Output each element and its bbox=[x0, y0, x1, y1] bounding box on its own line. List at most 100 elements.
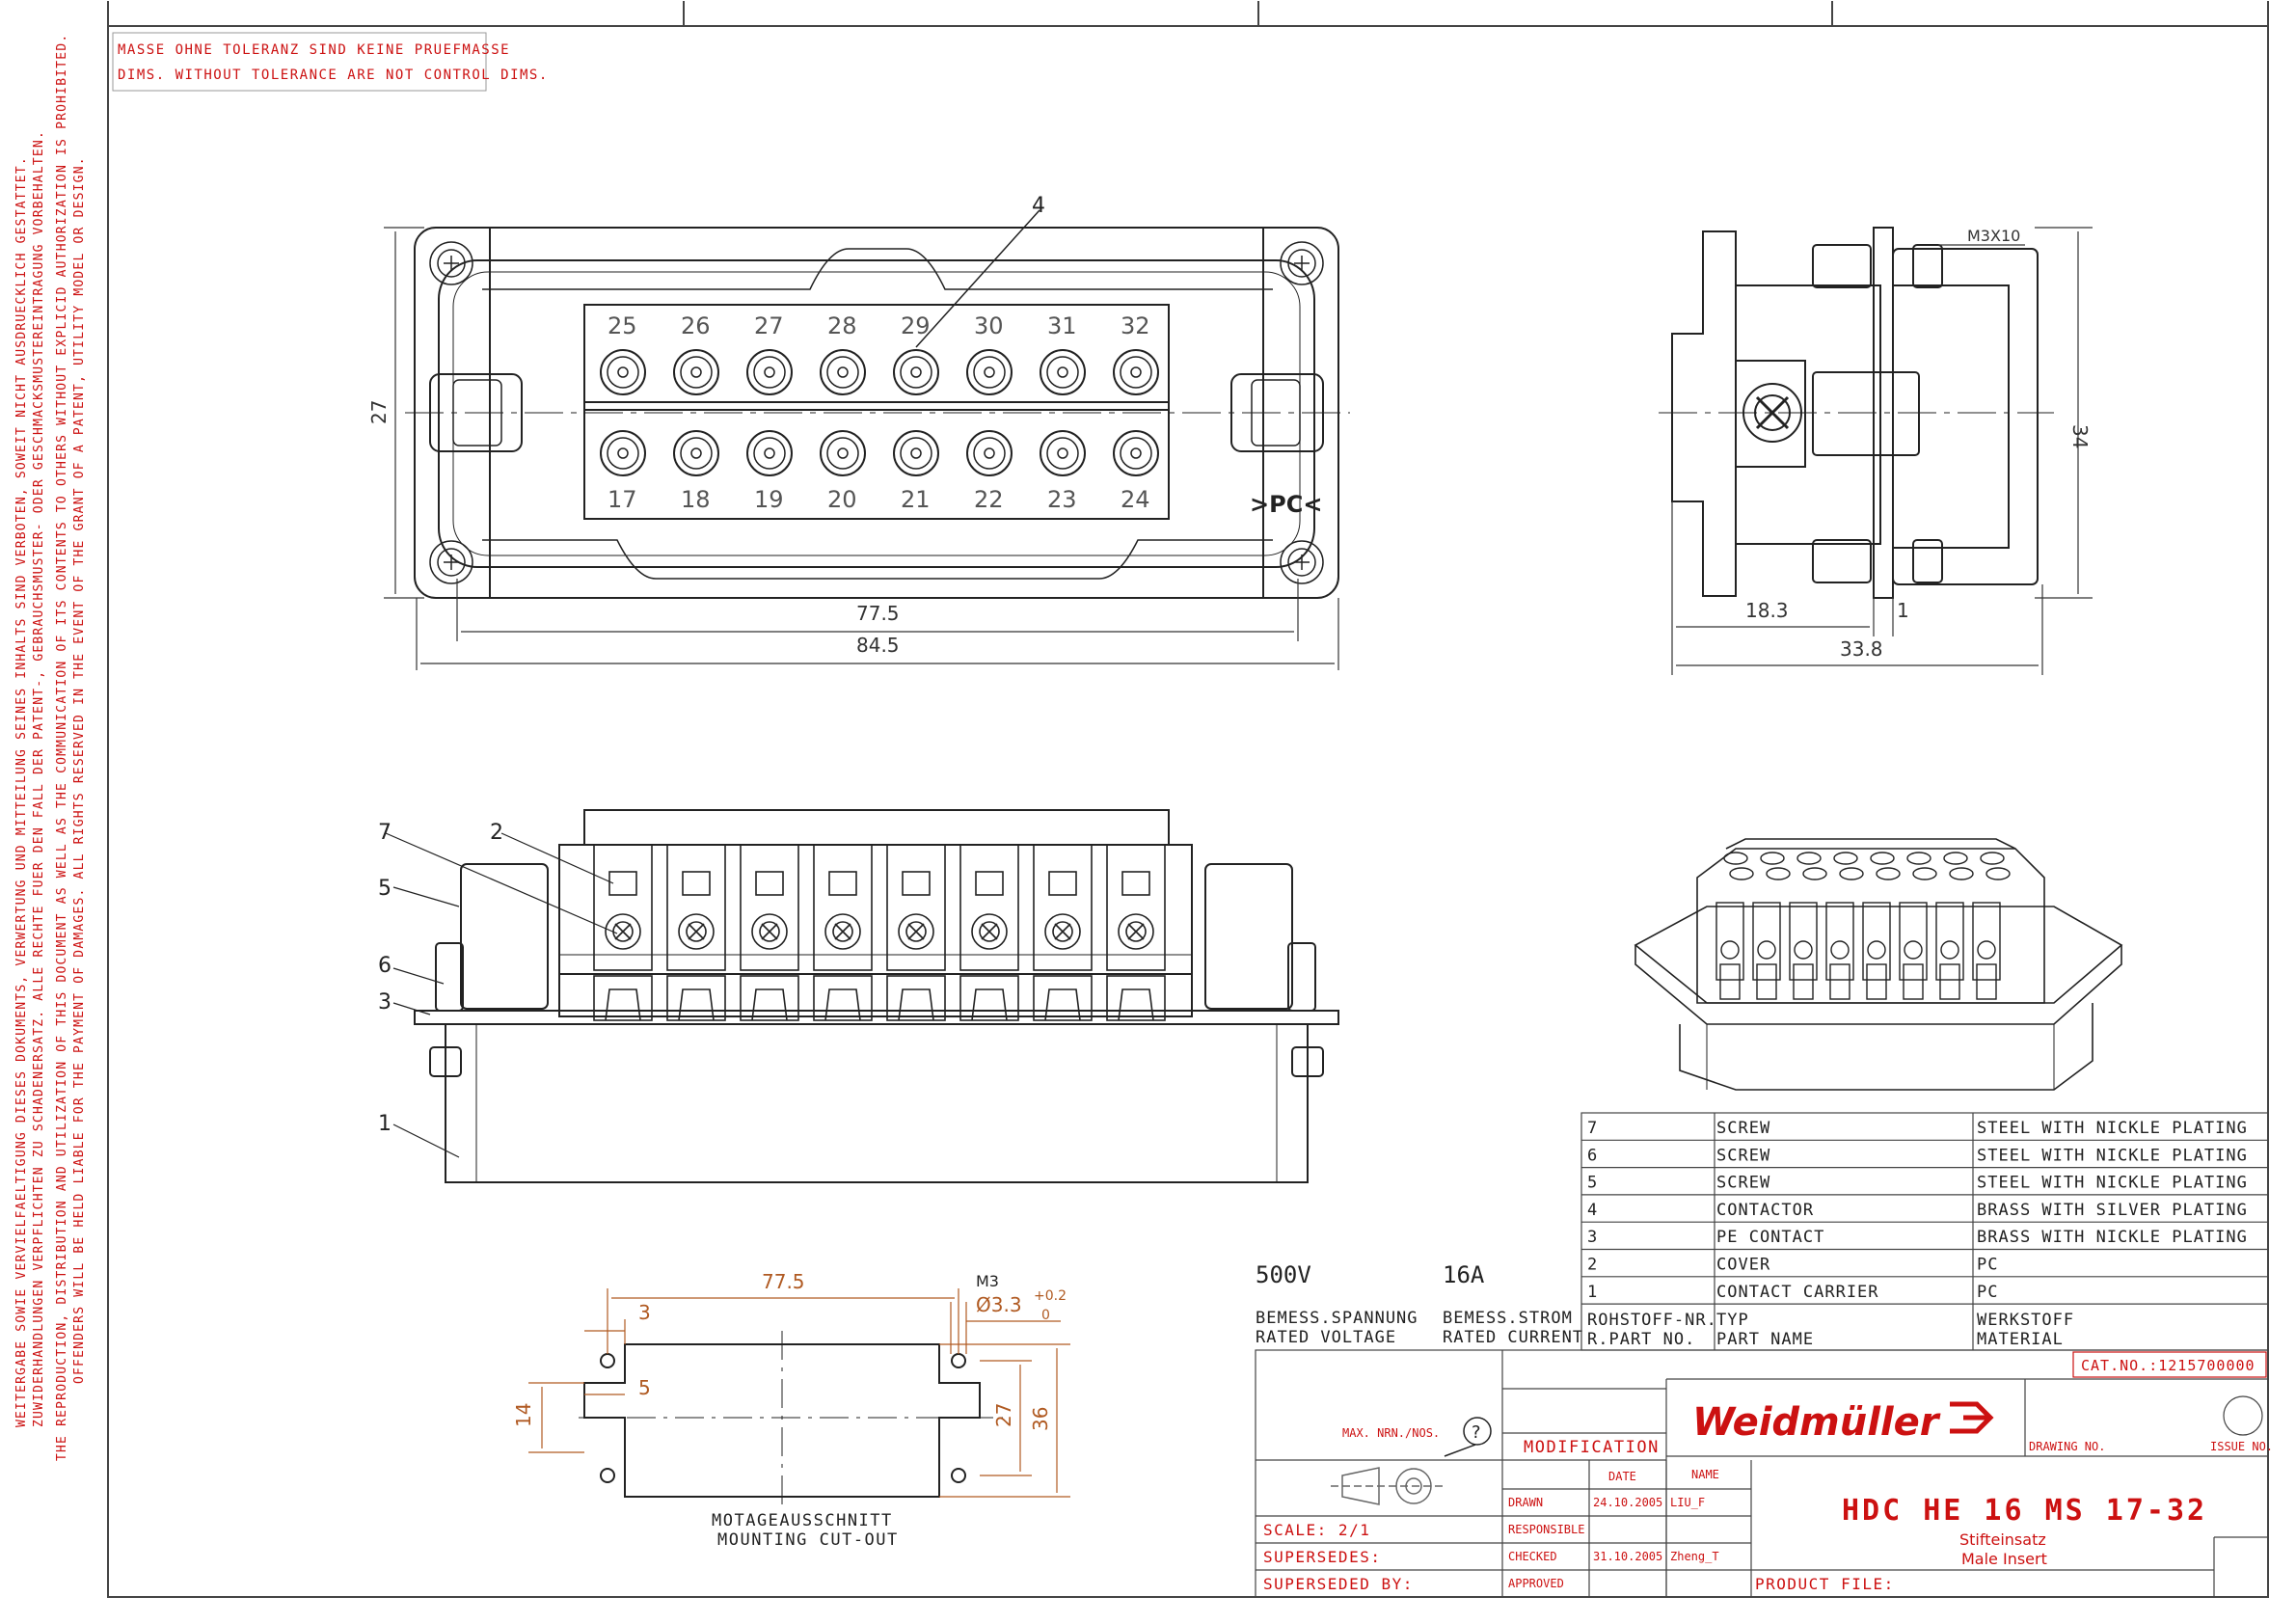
svg-text:27: 27 bbox=[367, 400, 391, 424]
pin-contact bbox=[746, 430, 793, 476]
terminal-clamp bbox=[1033, 844, 1093, 1021]
pin-number-label: 26 bbox=[681, 312, 711, 339]
svg-text:14: 14 bbox=[512, 1403, 535, 1427]
tolerance-notice: MASSE OHNE TOLERANZ SIND KEINE PRUEFMASS… bbox=[112, 32, 549, 92]
iso-terminal bbox=[1715, 852, 1754, 1000]
pin-contact bbox=[1040, 430, 1086, 476]
svg-text:MOTAGEAUSSCHNITT: MOTAGEAUSSCHNITT bbox=[712, 1511, 893, 1530]
svg-text:ISSUE NO.: ISSUE NO. bbox=[2210, 1440, 2273, 1453]
svg-text:PRODUCT FILE:: PRODUCT FILE: bbox=[1755, 1575, 1895, 1593]
parts-cell-material: STEEL WITH NICKLE PLATING bbox=[1977, 1146, 2248, 1165]
parts-cell-name: SCREW bbox=[1716, 1146, 1770, 1165]
callout-7: 7 bbox=[378, 821, 392, 845]
parts-cell-material: PC bbox=[1977, 1256, 1998, 1275]
svg-text:31.10.2005: 31.10.2005 bbox=[1593, 1550, 1662, 1563]
parts-cell-material: PC bbox=[1977, 1283, 1998, 1302]
parts-cell-no: 6 bbox=[1587, 1146, 1598, 1165]
isometric-terminals bbox=[1715, 852, 2011, 1000]
svg-text:ZUWIDERHANDLUNGEN VERPFLICHTEN: ZUWIDERHANDLUNGEN VERPFLICHTEN ZU SCHADE… bbox=[32, 130, 46, 1427]
pin-number-label: 29 bbox=[901, 312, 931, 339]
pin-contact bbox=[1040, 349, 1086, 395]
callout-4: 4 bbox=[1032, 194, 1045, 218]
ratings: 500V 16A BEMESS.SPANNUNG RATED VOLTAGE B… bbox=[1256, 1261, 1583, 1347]
svg-text:DRAWING NO.: DRAWING NO. bbox=[2029, 1440, 2105, 1453]
pin-contact bbox=[600, 349, 646, 395]
svg-text:DIMS. WITHOUT TOLERANCE ARE NO: DIMS. WITHOUT TOLERANCE ARE NOT CONTROL … bbox=[118, 68, 549, 83]
svg-text:Ø3.3: Ø3.3 bbox=[976, 1293, 1022, 1316]
side-view bbox=[1659, 227, 2054, 599]
callout-1: 1 bbox=[378, 1112, 392, 1136]
terminal-clamp bbox=[593, 844, 653, 1021]
parts-cell-no: 3 bbox=[1587, 1228, 1598, 1247]
callout-3: 3 bbox=[378, 990, 392, 1015]
iso-terminal bbox=[1825, 852, 1864, 1000]
svg-text:?: ? bbox=[1472, 1422, 1481, 1443]
pin-number-label: 23 bbox=[1047, 486, 1077, 513]
side-view-dimensions: M3X10 34 18.3 1 33.8 bbox=[1671, 227, 2093, 675]
svg-text:MASSE OHNE TOLERANZ SIND KEINE: MASSE OHNE TOLERANZ SIND KEINE PRUEFMASS… bbox=[118, 42, 510, 58]
svg-text:OFFENDERS WILL BE HELD LIABLE: OFFENDERS WILL BE HELD LIABLE FOR THE PA… bbox=[72, 156, 87, 1384]
pin-contact bbox=[746, 349, 793, 395]
pin-contact bbox=[600, 430, 646, 476]
iso-terminal bbox=[1752, 852, 1791, 1000]
svg-text:R.PART NO.: R.PART NO. bbox=[1587, 1330, 1695, 1349]
svg-text:RESPONSIBLE: RESPONSIBLE bbox=[1508, 1523, 1584, 1536]
pin-contact bbox=[1113, 349, 1159, 395]
callout-5: 5 bbox=[378, 877, 392, 901]
iso-terminal bbox=[1899, 852, 1937, 1000]
pin-contact bbox=[673, 430, 719, 476]
pin-number-label: 20 bbox=[827, 486, 857, 513]
svg-text:RATED VOLTAGE: RATED VOLTAGE bbox=[1256, 1328, 1396, 1347]
pin-number-label: 17 bbox=[608, 486, 637, 513]
parts-cell-material: STEEL WITH NICKLE PLATING bbox=[1977, 1119, 2248, 1138]
svg-text:33.8: 33.8 bbox=[1840, 637, 1883, 661]
svg-text:WEITERGABE SOWIE VERVIELFAELTI: WEITERGABE SOWIE VERVIELFAELTIGUNG DIESE… bbox=[14, 156, 29, 1427]
iso-terminal bbox=[1972, 852, 2011, 1000]
pin-number-label: 18 bbox=[681, 486, 711, 513]
terminal-clamp bbox=[666, 844, 726, 1021]
terminal-clamp bbox=[959, 844, 1019, 1021]
svg-text:NAME: NAME bbox=[1691, 1468, 1719, 1481]
svg-text:27: 27 bbox=[992, 1403, 1015, 1427]
legal-notice: WEITERGABE SOWIE VERVIELFAELTIGUNG DIESE… bbox=[14, 34, 87, 1461]
cutout-dimensions: 77.5 3 5 14 27 36 M3 Ø3.3 +0.2 0 bbox=[512, 1270, 1070, 1498]
pin-number-label: 31 bbox=[1047, 312, 1077, 339]
svg-text:M3: M3 bbox=[976, 1272, 999, 1290]
pin-contact bbox=[673, 349, 719, 395]
sheet-border bbox=[107, 25, 2269, 1598]
projection-symbol-icon bbox=[1331, 1467, 1446, 1505]
svg-text:SUPERSEDES:: SUPERSEDES: bbox=[1263, 1548, 1381, 1566]
front-view-dimensions: 27 77.5 84.5 bbox=[367, 227, 1339, 670]
iso-terminal bbox=[1789, 852, 1827, 1000]
cat-no: CAT.NO.:1215700000 bbox=[2081, 1357, 2255, 1374]
parts-cell-no: 4 bbox=[1587, 1201, 1598, 1220]
parts-cell-no: 1 bbox=[1587, 1283, 1598, 1302]
pin-number-label: 32 bbox=[1121, 312, 1150, 339]
svg-text:500V: 500V bbox=[1256, 1261, 1311, 1288]
svg-text:TYP: TYP bbox=[1716, 1311, 1749, 1330]
svg-text:3: 3 bbox=[638, 1301, 651, 1324]
section-view bbox=[414, 809, 1339, 1183]
pin-number-label: 22 bbox=[974, 486, 1004, 513]
svg-text:WERKSTOFF: WERKSTOFF bbox=[1977, 1311, 2074, 1330]
svg-text:CHECKED: CHECKED bbox=[1508, 1550, 1557, 1563]
front-view-labels: >PC< 4 bbox=[915, 194, 1322, 518]
callout-2: 2 bbox=[490, 821, 503, 845]
callout-6: 6 bbox=[378, 954, 392, 978]
terminal-clamp bbox=[813, 844, 873, 1021]
svg-text:+0.2: +0.2 bbox=[1034, 1288, 1067, 1304]
pin-contact bbox=[820, 430, 866, 476]
pin-contact bbox=[966, 349, 1013, 395]
svg-text:RATED CURRENT: RATED CURRENT bbox=[1443, 1328, 1583, 1347]
pe-mark: >PC< bbox=[1250, 491, 1322, 518]
iso-terminal bbox=[1862, 852, 1901, 1000]
pin-number-label: 25 bbox=[608, 312, 637, 339]
pin-number-label: 28 bbox=[827, 312, 857, 339]
svg-text:Stifteinsatz: Stifteinsatz bbox=[1959, 1530, 2046, 1549]
svg-text:MOUNTING CUT-OUT: MOUNTING CUT-OUT bbox=[717, 1530, 899, 1550]
